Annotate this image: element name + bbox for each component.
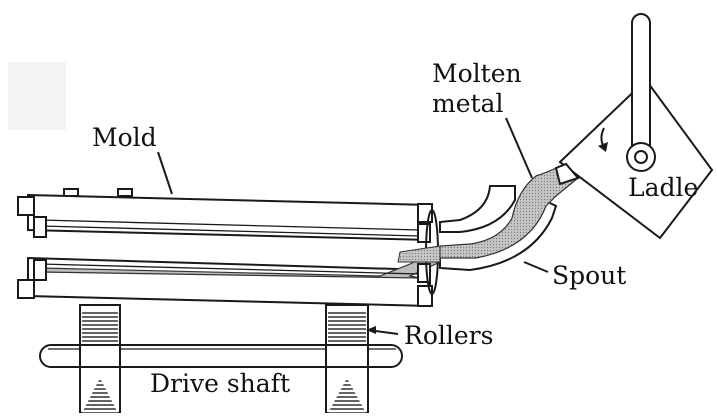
mold: [17, 188, 441, 308]
label-molten-line2: metal: [432, 89, 503, 118]
label-spout: Spout: [552, 261, 626, 290]
spout: [397, 167, 580, 272]
mold-leader: [157, 151, 173, 195]
scan-artifact: [8, 62, 66, 130]
label-rollers: Rollers: [404, 321, 493, 350]
roller-left: [79, 304, 121, 414]
rollers-arrowhead: [366, 326, 376, 334]
roller-right: [325, 304, 369, 414]
label-mold: Mold: [92, 123, 157, 152]
rotation-arrowhead: [598, 142, 608, 152]
label-ladle: Ladle: [628, 173, 698, 202]
spout-leader: [523, 261, 549, 273]
ladle: [554, 13, 714, 240]
label-drive-shaft: Drive shaft: [150, 369, 290, 398]
label-molten-line1: Molten: [432, 59, 522, 88]
molten-metal-leader: [505, 117, 533, 179]
